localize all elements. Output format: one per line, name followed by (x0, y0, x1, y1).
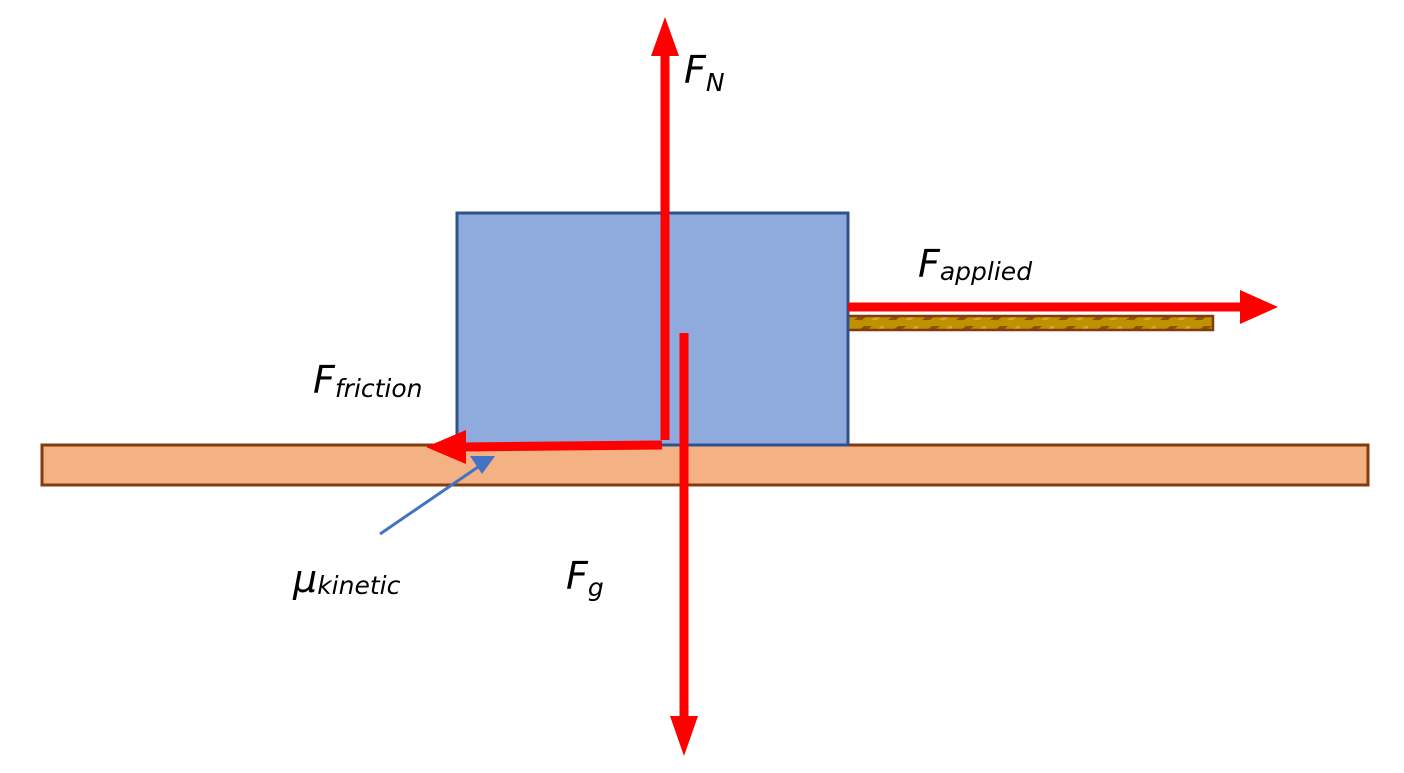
rope (846, 314, 1215, 332)
friction-force-label: Ffriction (313, 358, 423, 403)
applied-force-arrow (848, 290, 1278, 324)
block (455, 211, 850, 447)
applied-force-label: Fapplied (918, 242, 1032, 286)
friction-coefficient-label: μkinetic (292, 557, 401, 601)
normal-force-label: FN (684, 48, 725, 97)
gravity-force-arrow (670, 333, 698, 756)
friction-coefficient-pointer-arrow (379, 456, 495, 536)
gravity-force-label: Fg (566, 554, 604, 602)
friction-force-arrow (426, 430, 663, 464)
normal-force-arrow (651, 17, 679, 440)
floor-surface (40, 443, 1370, 487)
